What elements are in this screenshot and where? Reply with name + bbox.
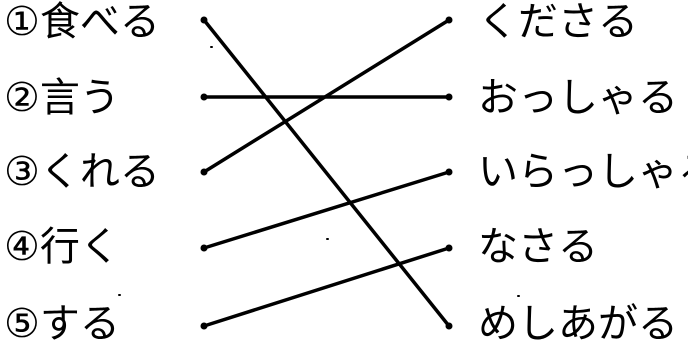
left-item-1: ①食べる — [4, 0, 160, 45]
connection-line-5-to-4 — [202, 246, 451, 328]
connection-line-3-to-1 — [202, 18, 451, 174]
pencil-speck — [517, 295, 520, 297]
right-item-5: めしあがる — [478, 301, 678, 347]
right-item-4: なさる — [478, 224, 598, 270]
right-item-3: いらっしゃる — [478, 149, 688, 195]
pencil-speck — [210, 46, 213, 48]
left-item-5: ⑤する — [4, 301, 120, 347]
pencil-speck — [118, 294, 121, 296]
left-item-2: ②言う — [4, 75, 120, 121]
right-item-1: くださる — [478, 0, 638, 45]
left-item-3: ③くれる — [4, 149, 160, 195]
connection-line-1-to-5 — [202, 18, 451, 328]
right-item-2: おっしゃる — [478, 75, 678, 121]
connection-line-4-to-3 — [202, 170, 451, 250]
pencil-speck — [326, 238, 329, 240]
left-item-4: ④行く — [4, 224, 120, 270]
